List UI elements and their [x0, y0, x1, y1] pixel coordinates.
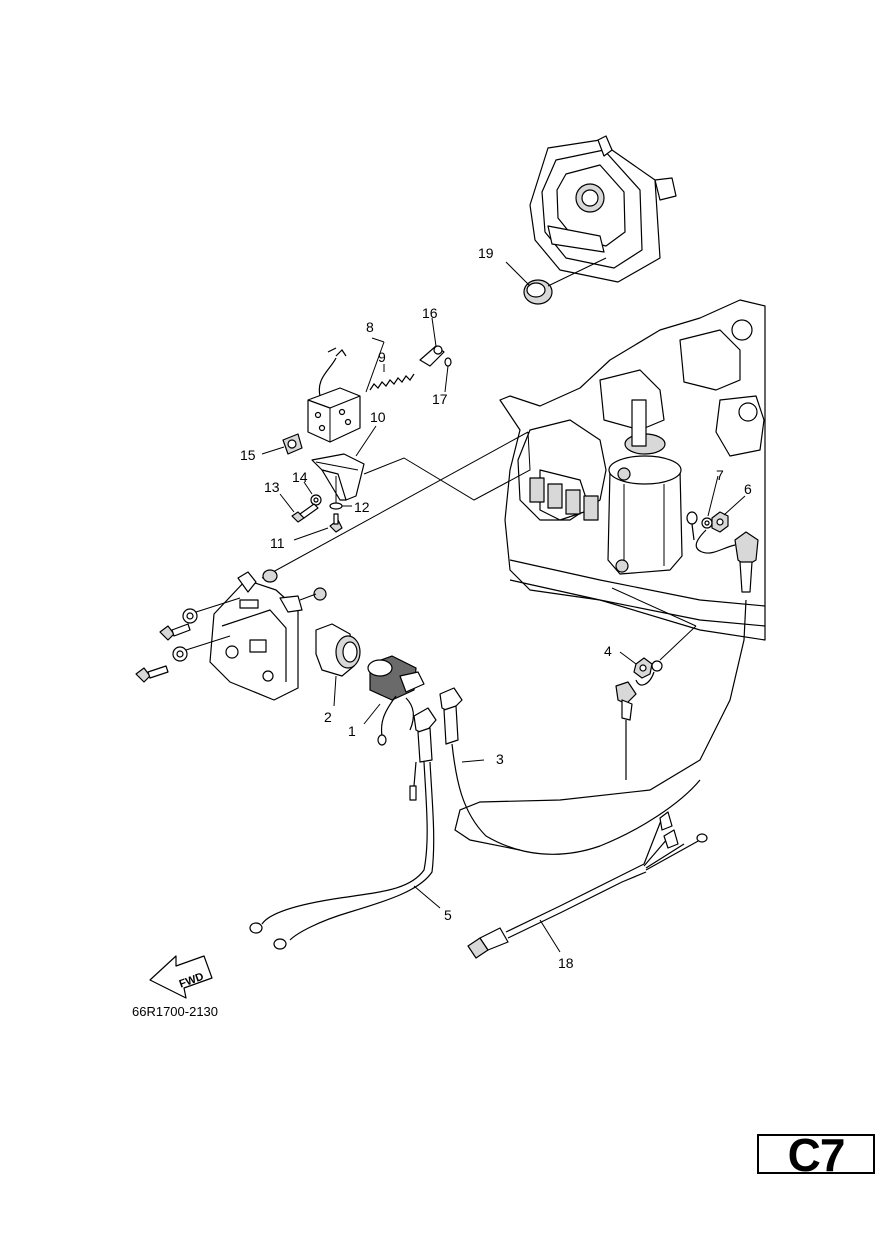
callout-16: 16	[422, 305, 438, 321]
boot-cable-5	[413, 707, 437, 763]
part-number: 66R1700-2130	[132, 1004, 218, 1019]
washer-14	[310, 494, 322, 506]
bolt-left-2	[135, 665, 169, 683]
grommet-right	[313, 587, 327, 601]
boot-cable-3	[439, 687, 463, 745]
bolt-11	[329, 513, 343, 533]
callout-7: 7	[716, 467, 724, 483]
bolt-13	[291, 503, 319, 523]
washer-left-2	[172, 646, 188, 662]
callout-3: 3	[496, 751, 504, 767]
callout-8: 8	[366, 319, 374, 335]
callout-4: 4	[604, 643, 612, 659]
callout-19: 19	[478, 245, 494, 261]
washer-12	[329, 502, 343, 510]
spring-9	[369, 373, 415, 391]
callout-17: 17	[432, 391, 448, 407]
grommet-top	[262, 569, 278, 583]
callout-10: 10	[370, 409, 386, 425]
harness-18	[467, 811, 708, 959]
washer-7	[701, 517, 713, 529]
callout-13: 13	[264, 479, 280, 495]
pin-16	[419, 345, 445, 367]
nut-6	[711, 511, 729, 533]
relay-holder-2	[315, 623, 361, 677]
mount-plate	[209, 571, 303, 701]
terminal-4	[635, 660, 663, 686]
junction-block-8	[307, 347, 361, 443]
battery-cable-3	[451, 743, 701, 855]
nut-4	[633, 657, 653, 679]
clip-17	[444, 357, 452, 367]
callout-15: 15	[240, 447, 256, 463]
rubber-grommet	[523, 279, 553, 305]
callout-2: 2	[324, 709, 332, 725]
callout-11: 11	[270, 535, 285, 551]
callout-14: 14	[292, 469, 308, 485]
fwd-arrow-icon: FWD	[149, 955, 213, 999]
callout-6: 6	[744, 481, 752, 497]
starter-motor	[607, 399, 683, 575]
callout-12: 12	[354, 499, 370, 515]
battery-cable-5	[249, 761, 435, 950]
callout-1: 1	[348, 723, 356, 739]
washer-left-1	[182, 608, 198, 624]
callout-5: 5	[444, 907, 452, 923]
bracket-10	[311, 453, 365, 501]
starter-relay-1	[367, 655, 425, 746]
section-box: C7	[757, 1130, 875, 1180]
battery-lead-3	[454, 529, 759, 851]
section-label: C7	[787, 1129, 846, 1181]
callout-9: 9	[378, 349, 386, 365]
grommet-15	[282, 433, 303, 455]
bolt-left-1	[159, 623, 191, 641]
callout-18: 18	[558, 955, 574, 971]
cover-bracket	[529, 135, 677, 283]
terminal-7	[686, 511, 698, 541]
terminal-boot-4	[615, 681, 637, 780]
